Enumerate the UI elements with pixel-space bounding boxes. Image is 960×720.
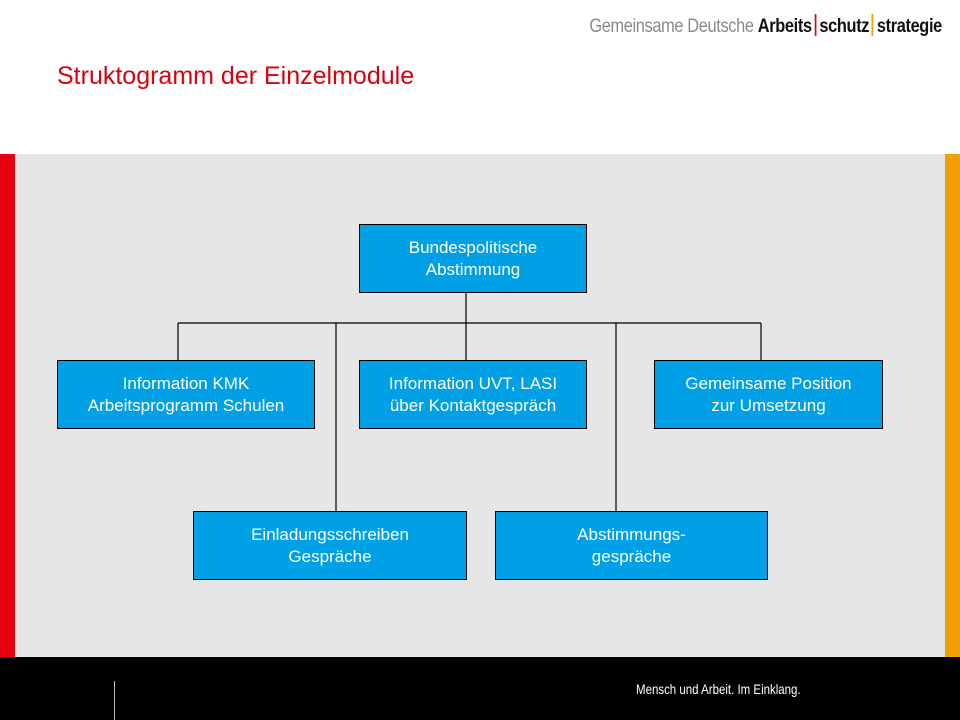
footer-bar [0,657,960,720]
node-label-line1: Abstimmungs- [577,524,686,544]
brand-logo: Gemeinsame Deutsche Arbeits schutz strateg… [589,14,942,38]
logo-separator-orange [871,14,874,36]
node-label-line1: Information UVT, LASI [388,373,558,393]
node-label-line1: Einladungsschreiben [251,524,409,544]
node-label-line2: zur Umsetzung [711,395,826,415]
node-label-line2: über Kontaktgespräch [389,395,557,415]
node-information-kmk: Information KMK Arbeitsprogramm Schulen [57,360,315,429]
node-label-line2: Abstimmung [425,259,521,279]
node-bundespolitische-abstimmung: Bundespolitische Abstimmung [359,224,587,293]
logo-text-schutz: schutz [819,16,870,37]
node-label-line1: Gemeinsame Position [685,373,852,393]
node-label-line1: Bundespolitische [408,237,538,257]
logo-text-arbeits: Arbeits [757,16,812,37]
node-label-line2: Arbeitsprogramm Schulen [87,395,285,415]
right-accent-bar [945,154,960,657]
logo-text-strategie: strategie [876,16,942,37]
logo-text-light: Gemeinsame Deutsche [589,16,754,37]
node-abstimmungsgespraeche: Abstimmungs- gespräche [495,511,768,580]
node-label-line2: Gespräche [288,546,372,566]
node-label-line2: gespräche [591,546,672,566]
node-information-uvt-lasi: Information UVT, LASI über Kontaktgesprä… [359,360,587,429]
footer-tagline: Mensch und Arbeit. Im Einklang. [636,681,801,697]
slide-title: Struktogramm der Einzelmodule [57,62,415,90]
node-einladungsschreiben: Einladungsschreiben Gespräche [193,511,467,580]
footer-divider [114,681,115,720]
node-label-line1: Information KMK [122,373,250,393]
node-gemeinsame-position: Gemeinsame Position zur Umsetzung [654,360,883,429]
logo-separator-red [814,14,817,36]
left-accent-bar [0,154,15,657]
